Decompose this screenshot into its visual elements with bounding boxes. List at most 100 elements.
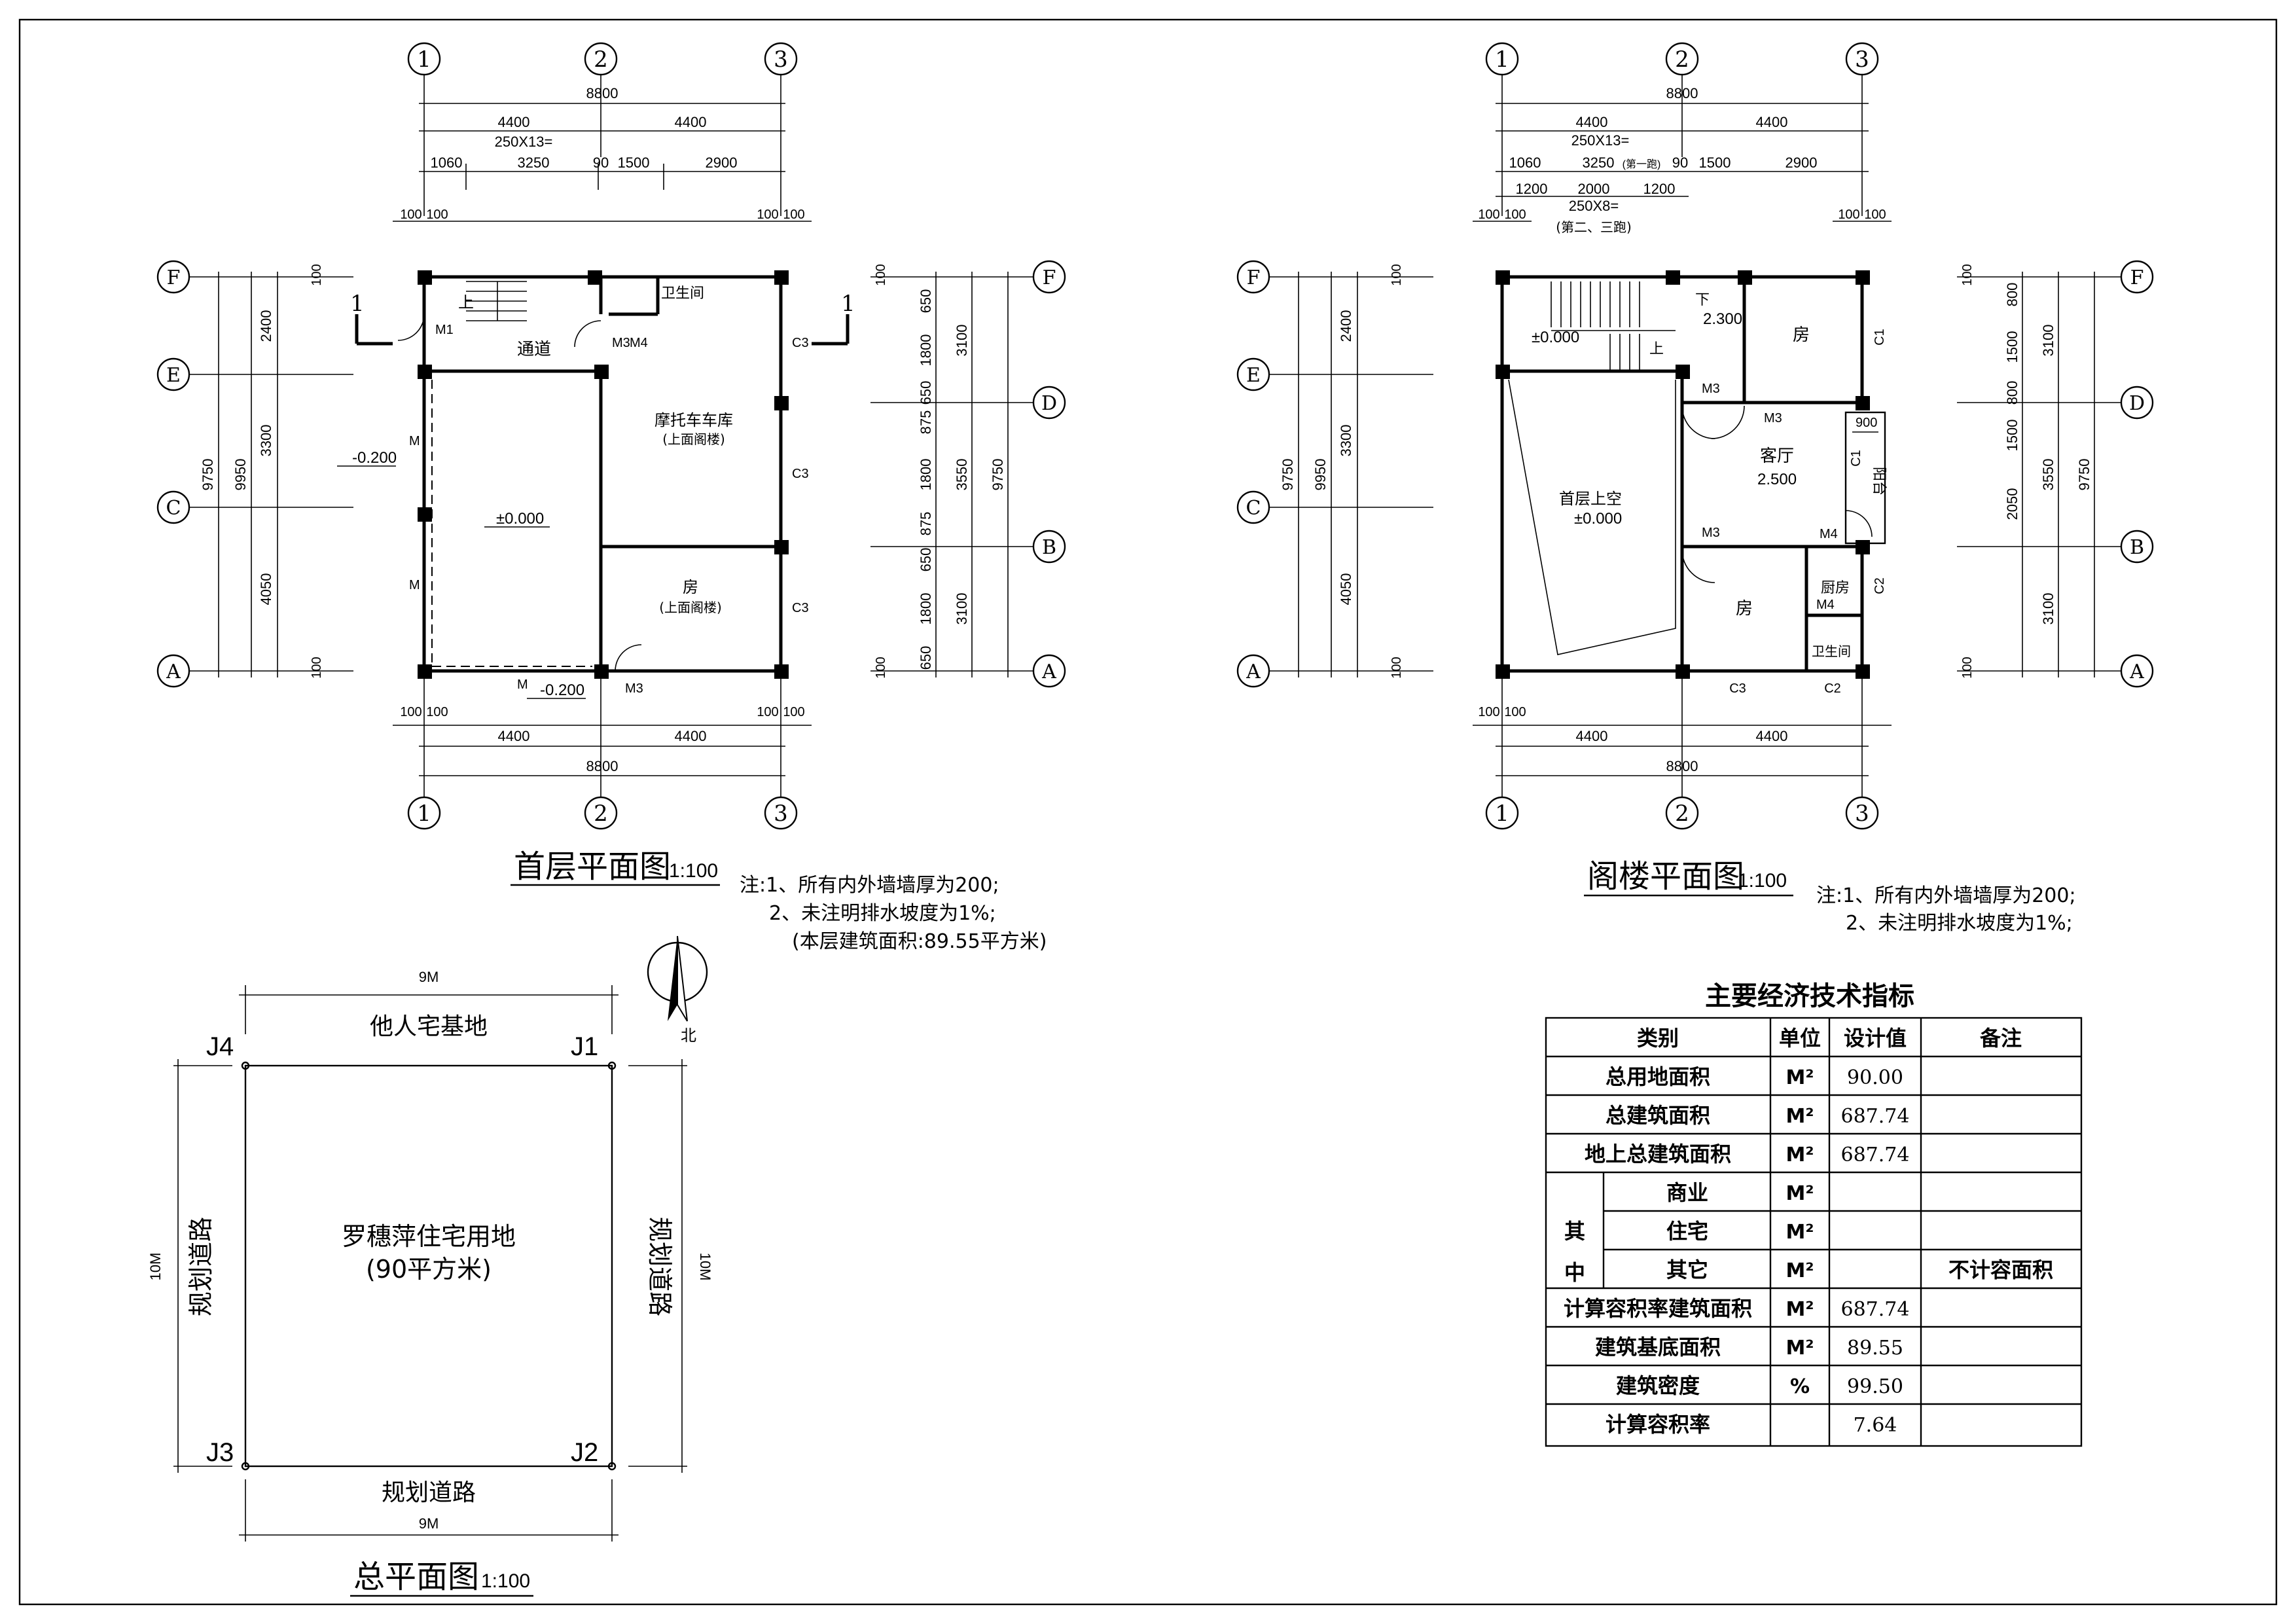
row-unit: M² [1786,1298,1814,1321]
elevation-label: -0.200 [540,681,584,699]
dim: 1060 [431,154,463,171]
door-tag: M4 [1816,598,1835,612]
door-tag: M [517,677,528,692]
door-tag: M3 [625,681,643,696]
door-tag: M4 [630,336,648,350]
dim: 9750 [1280,459,1296,491]
dim: 2900 [1785,154,1818,171]
row-value: 7.64 [1854,1414,1897,1437]
dim: 100 [1864,208,1886,222]
indicators-table: 主要经济技术指标 类别 单位 设计值 备注 其 中 总用地面积 M² 90.00… [1545,981,2083,1447]
window-tag: C3 [792,467,809,481]
north-label: 北 [681,1026,696,1045]
row-name: 地上总建筑面积 [1585,1142,1731,1166]
room-label: 厨房 [1821,580,1850,596]
door-tag: M [409,434,420,448]
section-mark: 1 [841,291,855,317]
dim: 1800 [918,593,934,625]
row-unit: M² [1786,1182,1814,1205]
dim: 1500 [2004,331,2020,363]
header-category: 类别 [1637,1026,1679,1051]
window-tag: C3 [1729,681,1746,696]
axis-label: 3 [1855,46,1869,73]
dim: 1800 [918,459,934,491]
axis-label: C [1246,497,1261,520]
axis-label: 3 [774,801,788,827]
sheet-border [18,18,2278,1606]
row-value: 89.55 [1847,1337,1903,1360]
window-tag: C1 [1849,450,1863,467]
site-plan-scale: 1:100 [481,1570,530,1592]
room-label: 房 [1793,325,1810,345]
section-mark: 1 [350,291,365,317]
plot-area: (90平方米) [366,1255,492,1284]
dim-total: 8800 [586,85,619,101]
row-value: 99.50 [1847,1375,1903,1398]
dim: 100 [783,705,804,719]
dim: 100 [1504,208,1526,222]
dim: 100 [310,264,324,285]
header-value: 设计值 [1844,1026,1907,1051]
group-label: 其 [1564,1219,1585,1244]
loft-stair: 下 上 [1551,281,1710,370]
axis-label: 1 [1495,801,1509,827]
door-tag: M3 [1764,411,1782,425]
dim: 100 [426,208,448,222]
dim: 900 [1856,416,1877,430]
dim: 4400 [498,728,530,744]
axis-label: 1 [1495,46,1509,73]
room-label: 房 [683,578,698,596]
axis-label: 2 [1675,801,1689,827]
dim: 9750 [990,459,1006,491]
row-name: 商业 [1666,1180,1708,1205]
dim: 875 [918,512,934,536]
ground-axis-left: F E C A [156,260,190,688]
dim: 100 [1478,705,1499,719]
axis-label: F [167,266,181,289]
row-value: 687.74 [1841,1144,1910,1166]
axis-label: A [1041,660,1056,683]
dim: 1800 [918,334,934,367]
room-label: 客厅 [1760,446,1794,466]
row-unit: M² [1786,1337,1814,1360]
point-j1: J1 [571,1032,598,1061]
dim: 100 [783,208,804,222]
door-tag: M3 [1702,382,1720,396]
dim: 2000 [1578,181,1610,197]
row-value: 90.00 [1847,1066,1903,1089]
row-name: 住宅 [1666,1219,1708,1244]
axis-label: A [166,660,181,683]
dim: 3550 [954,459,970,491]
dim: 650 [918,381,934,405]
dim: 4400 [1756,728,1788,744]
dim: 9750 [2076,459,2092,491]
header-note: 备注 [1980,1026,2022,1051]
dim: 90 [1672,154,1688,171]
axis-label: E [166,364,181,387]
dim: 800 [2004,283,2020,307]
row-note: 不计容面积 [1948,1257,2053,1282]
loft-plan: 1 2 3 8800 4400 4400 250X13= 1060 3250 (… [1236,42,2154,935]
axis-label: F [1247,266,1261,289]
dim: 2050 [2004,488,2020,520]
row-unit: M² [1786,1221,1814,1244]
ground-note-1: 注:1、所有内外墙墙厚为200; [740,874,999,897]
ground-note-3: (本层建筑面积:89.55平方米) [792,930,1047,953]
elevation-label: 2.500 [1757,471,1797,488]
north-arrow: 北 [647,935,708,1045]
axis-label: 2 [594,46,608,73]
dim: 1200 [1643,181,1676,197]
ground-axis-bottom: 1 2 3 [407,796,798,830]
door-tag: M1 [435,323,454,337]
loft-plan-scale: 1:100 [1738,870,1787,892]
room-label: (上面阁楼) [659,600,722,615]
ground-stair: 上 [458,281,527,321]
axis-label: B [1042,536,1056,559]
dim: 100 [400,705,422,719]
dim: 2400 [1338,310,1354,342]
dim: 3300 [258,425,274,457]
window-tag: C2 [1873,577,1887,594]
dim: 3100 [2040,593,2056,625]
row-unit: M² [1786,1259,1814,1282]
axis-label: A [1246,660,1261,683]
